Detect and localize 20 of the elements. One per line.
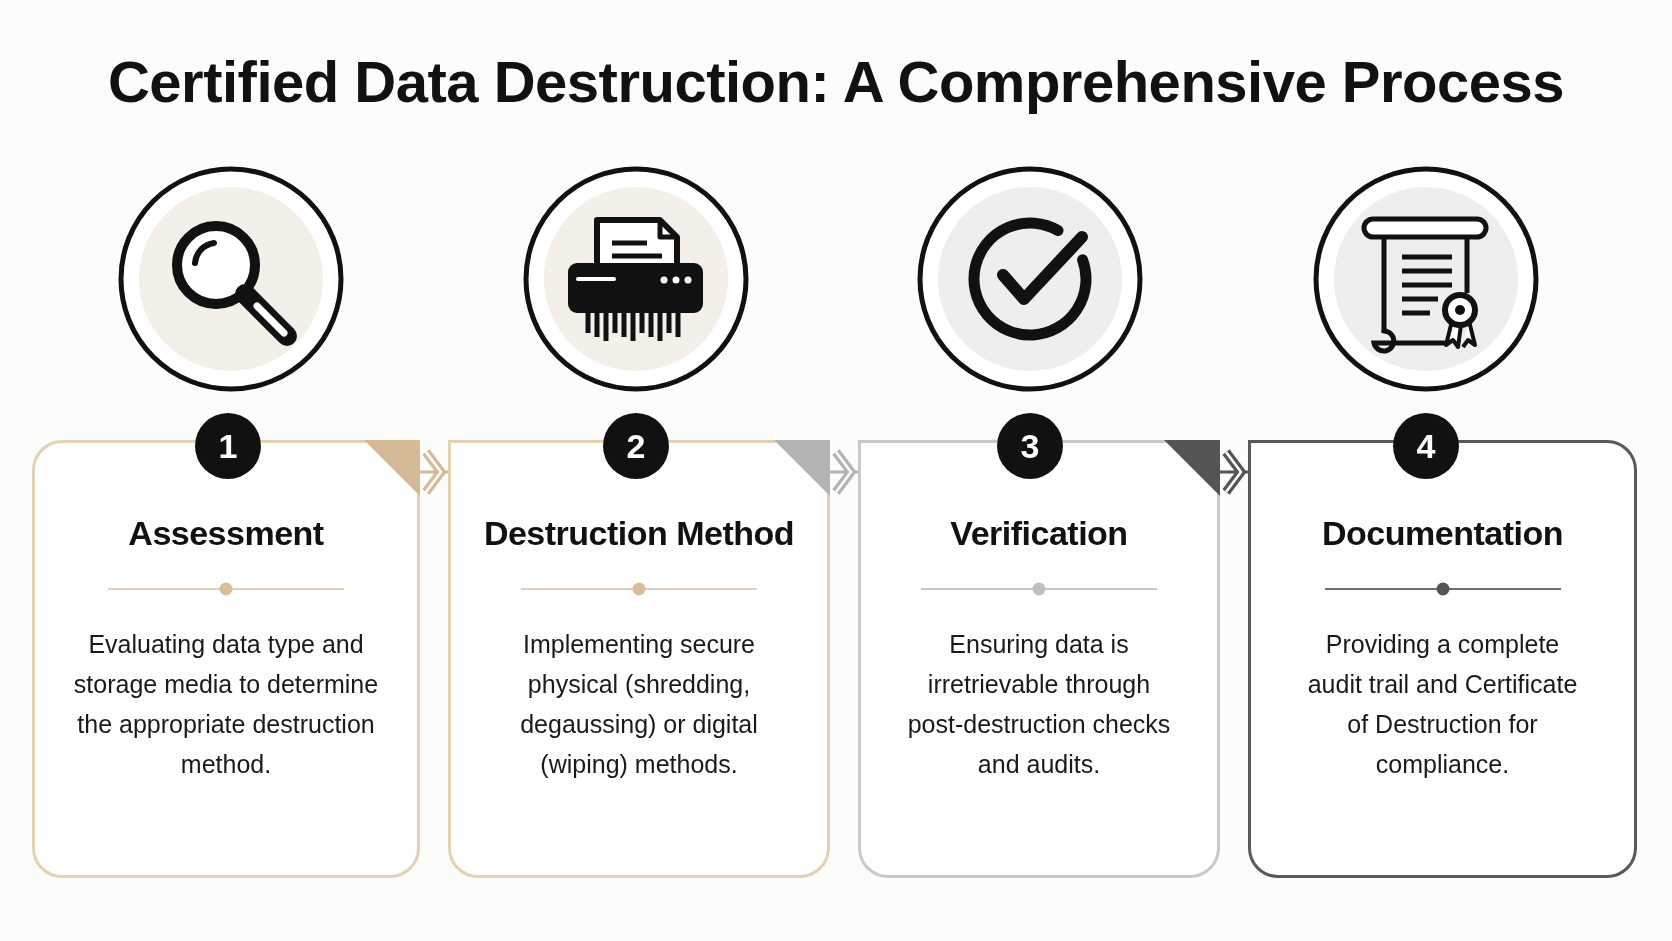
- check-circle-icon: [916, 165, 1144, 393]
- step-title: Assessment: [128, 513, 324, 553]
- step-title: Destruction Method: [483, 513, 795, 553]
- step-description: Evaluating data type and storage media to determine the appropriate destruction method.: [72, 629, 380, 780]
- step-number-badge: 2: [603, 413, 669, 479]
- certificate-scroll-icon: [1312, 165, 1540, 393]
- step-description: Implementing secure physical (shredding, degaussing) or digital (wiping) methods.: [519, 629, 759, 780]
- paper-shredder-icon: [522, 165, 750, 393]
- step-number-badge: 4: [1393, 413, 1459, 479]
- magnifier-icon: [117, 165, 345, 393]
- chevron-arrow: [420, 447, 448, 497]
- chevron-arrow: [1220, 447, 1248, 497]
- step-number-badge: 3: [997, 413, 1063, 479]
- step-description: Ensuring data is irretrievable through post-destruction checks and audits.: [906, 629, 1172, 780]
- step-description: Providing a complete audit trail and Certificate of Destruction for compliance.: [1306, 629, 1579, 780]
- step-title: Verification: [950, 513, 1128, 553]
- chevron-arrow: [830, 447, 858, 497]
- step-title: Documentation: [1322, 513, 1563, 553]
- step-number-badge: 1: [195, 413, 261, 479]
- diagram-title: Certified Data Destruction: A Comprehensive Process: [106, 50, 1566, 114]
